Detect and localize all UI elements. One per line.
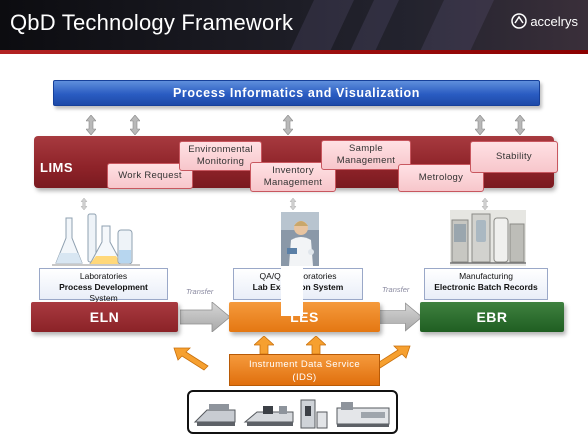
les-photo-overlay [281, 266, 303, 316]
double-arrow-icon [289, 198, 297, 210]
header-rule [0, 50, 588, 54]
transfer-arrow-icon [180, 302, 230, 332]
transfer-label: Transfer [186, 287, 214, 296]
orange-arrow-icon [173, 347, 209, 371]
logo-text: accelrys [530, 13, 578, 29]
double-arrow-icon [475, 115, 485, 135]
eln-bar: ELN [31, 302, 178, 332]
double-arrow-icon [283, 115, 293, 135]
double-arrow-icon [515, 115, 525, 135]
process-informatics-bar: Process Informatics and Visualization [53, 80, 540, 106]
metrology-module: Metrology [398, 164, 484, 192]
les-bar: LES [229, 302, 380, 332]
lab-scientist-image [281, 212, 319, 266]
lab-glassware-image [52, 213, 140, 266]
environmental-monitoring-module: Environmental Monitoring [179, 141, 262, 171]
eln-caption: Laboratories Process Development System [39, 268, 168, 303]
transfer-arrow-icon [376, 302, 422, 332]
instrument-data-service-box: Instrument Data Service (IDS) [229, 354, 380, 386]
ebr-caption: Manufacturing Electronic Batch Records [424, 268, 548, 300]
double-arrow-icon [130, 115, 140, 135]
ebr-bar: EBR [420, 302, 564, 332]
transfer-label: Transfer [382, 285, 410, 294]
header: QbD Technology Framework accelrys [0, 0, 588, 50]
instruments-box [187, 390, 398, 434]
sample-management-module: Sample Management [321, 140, 411, 170]
stability-module: Stability [470, 141, 558, 173]
orange-arrow-icon [306, 336, 326, 354]
bioreactor-image [450, 210, 526, 266]
work-request-module: Work Request [107, 163, 193, 189]
lab-instruments-image [193, 399, 390, 429]
accelrys-logo: accelrys [511, 13, 578, 29]
double-arrow-icon [481, 198, 489, 210]
lims-label: LIMS [40, 160, 74, 175]
orange-arrow-icon [254, 336, 274, 354]
double-arrow-icon [80, 198, 88, 210]
accelrys-logo-icon [511, 13, 528, 29]
slide-title: QbD Technology Framework [10, 10, 294, 35]
double-arrow-icon [86, 115, 96, 135]
